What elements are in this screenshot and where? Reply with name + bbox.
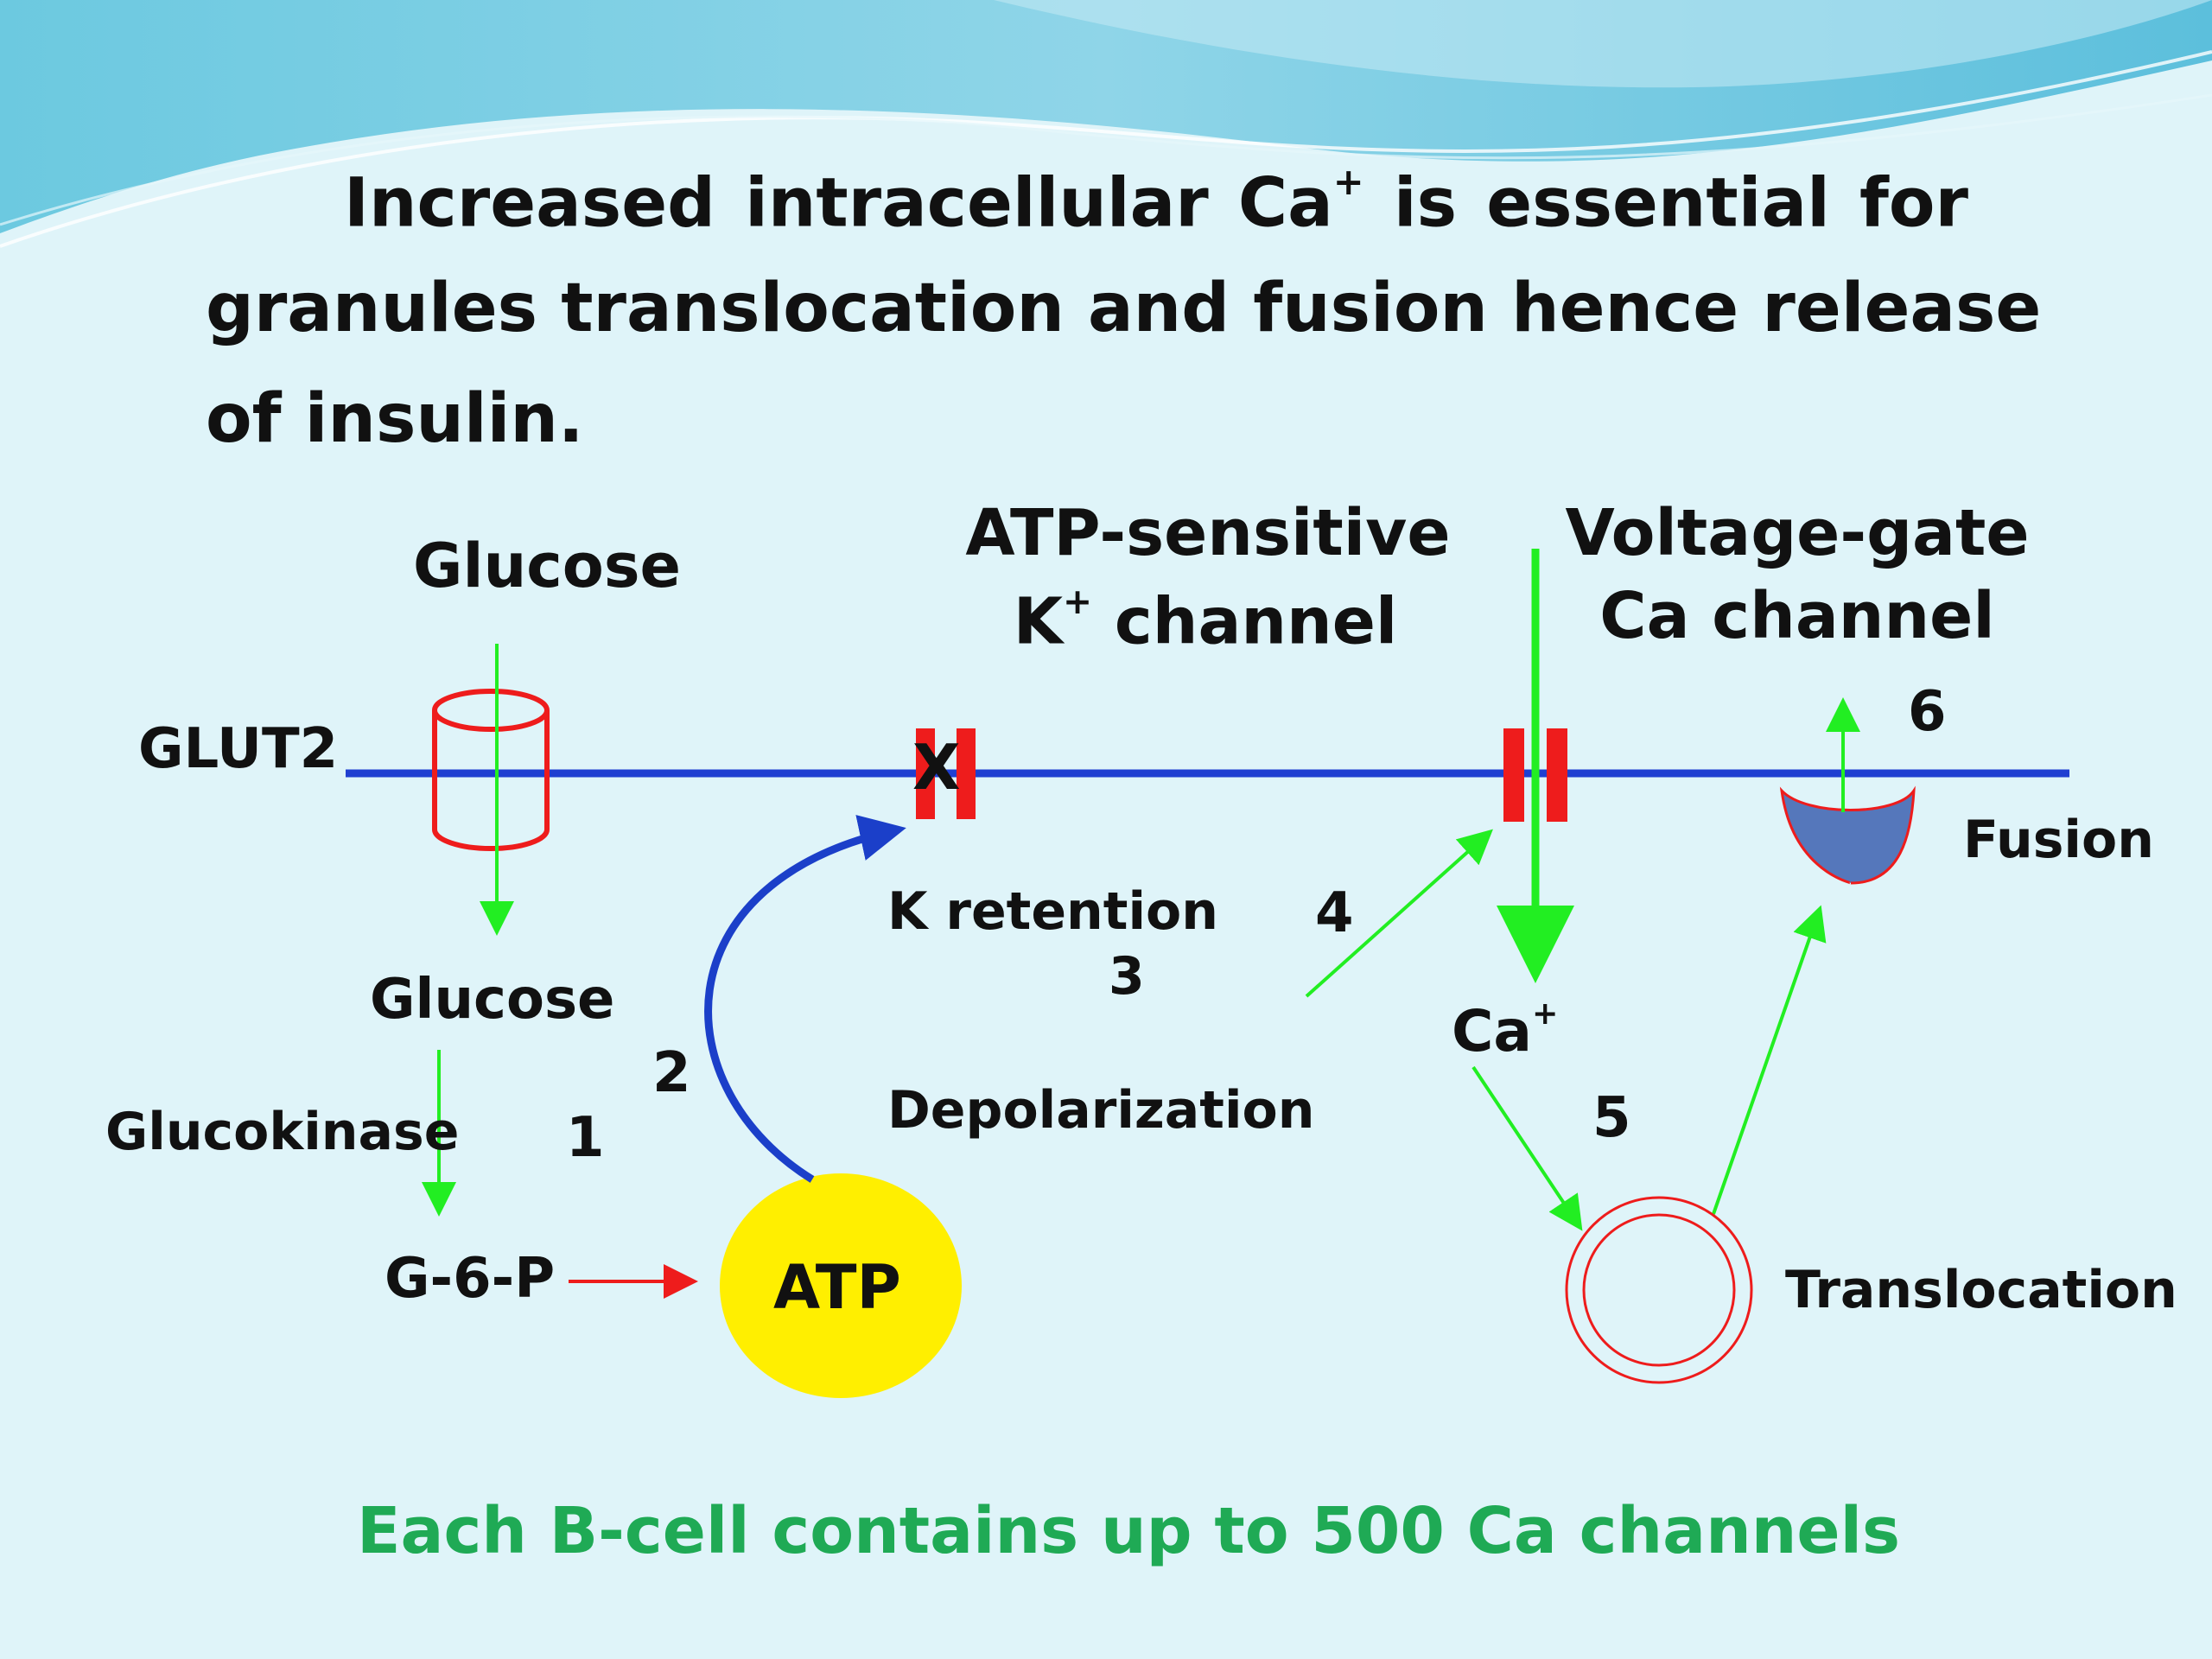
step-4: 4	[1315, 881, 1354, 945]
step-1: 1	[566, 1106, 605, 1170]
glucose-outside-label: Glucose	[413, 531, 682, 601]
step-6: 6	[1908, 680, 1947, 744]
glut2-label: GLUT2	[138, 717, 339, 781]
k-retention-label: K retention	[887, 881, 1218, 942]
glucose-inside-label: Glucose	[370, 968, 615, 1032]
closed-channel-mark: X	[912, 731, 961, 804]
atp-to-k-channel-arrow	[704, 815, 906, 1183]
ca-to-granule-arrow	[1471, 1065, 1583, 1231]
ca-channel-label-line2: Ca channel	[1599, 579, 1995, 653]
glut2-transporter	[432, 689, 550, 851]
title-line-3: of insulin.	[206, 380, 584, 458]
fusion-label: Fusion	[1963, 810, 2154, 870]
translocation-label: Translocation	[1785, 1260, 2177, 1320]
ca-ion-label: Ca+	[1452, 995, 1559, 1065]
header-wave	[0, 0, 2212, 248]
depolarization-label: Depolarization	[887, 1080, 1315, 1141]
ca-channel-label-line1: Voltage-gate	[1565, 496, 2030, 570]
glucokinase-label: Glucokinase	[105, 1102, 460, 1162]
katp-channel-label-line2: K+ channel	[1013, 581, 1398, 659]
depolarization-arrow	[1305, 829, 1493, 998]
g6p-label: G-6-P	[385, 1247, 556, 1311]
ca-channel	[1503, 728, 1567, 822]
secretory-granule	[1565, 1196, 1753, 1384]
atp-molecule	[720, 1173, 962, 1398]
step-3: 3	[1109, 946, 1145, 1007]
step-5: 5	[1592, 1086, 1631, 1150]
translocation-arrow	[1712, 905, 1827, 1215]
atp-label: ATP	[773, 1252, 901, 1323]
fusion-granule	[1779, 785, 1916, 885]
step-2: 2	[652, 1041, 691, 1105]
footer-note: Each B-cell contains up to 500 Ca channe…	[356, 1494, 1901, 1568]
katp-channel	[916, 728, 976, 819]
title-line-2: granules translocation and fusion hence …	[206, 270, 2042, 347]
katp-channel-label-line1: ATP-sensitive	[965, 496, 1451, 570]
title-line-1: Increased intracellular Ca+ is essential…	[344, 161, 1968, 243]
